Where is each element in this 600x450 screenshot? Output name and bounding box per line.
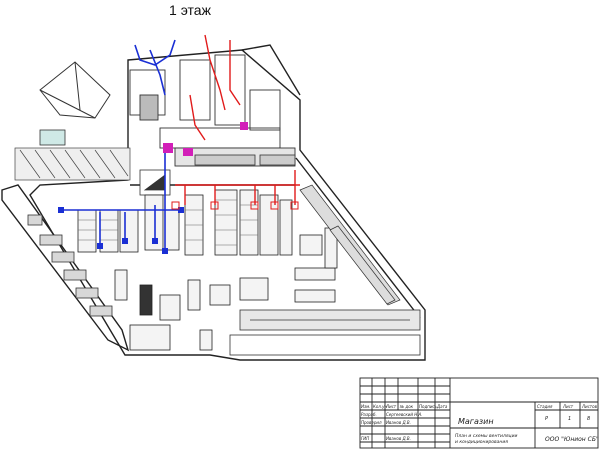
col-header-0: Изм. [361, 404, 370, 409]
sheets-value: 8 [587, 416, 590, 422]
shelf-slats [78, 199, 258, 246]
title-block [359, 377, 599, 449]
right-diagonal-shelves [299, 184, 401, 306]
corridor-hatch [14, 147, 131, 181]
stage-label: Стадия [537, 404, 553, 409]
title-block-text: Изм. Кол.уч Лист № док Подпись Дата Разр… [361, 404, 599, 445]
role-2: ГИП [361, 436, 369, 441]
sheet-name-line2: и кондиционирования [455, 440, 508, 445]
equipment-box [39, 129, 66, 146]
service-rooms [129, 54, 296, 167]
supply-diffusers [58, 207, 184, 254]
object-name: Магазин [458, 417, 494, 426]
col-header-3: № док [399, 404, 414, 409]
entrance-pavilion [39, 61, 111, 119]
sheet-value: 1 [568, 416, 571, 422]
organization: ООО "Юнион СБ" [545, 436, 599, 443]
stage-value: Р [545, 416, 548, 422]
sheets-label: Листов [581, 404, 598, 409]
sheet-name-line1: План и схемы вентиляции [455, 433, 518, 439]
exhaust-grilles [171, 201, 299, 210]
role-1-name: Иванов Д.В. [386, 420, 411, 425]
role-1: Проверил [361, 420, 382, 425]
floor-title: 1 этаж [169, 2, 211, 18]
sheet-label: Лист [562, 404, 574, 409]
supply-ducts [60, 39, 180, 250]
col-header-2: Лист [385, 404, 397, 409]
top-counter [139, 154, 296, 196]
col-header-5: Дата [436, 404, 448, 409]
role-0: Разраб. [361, 412, 377, 417]
left-wing-shelves [27, 214, 113, 317]
col-header-4: Подпись [419, 404, 438, 409]
col-header-1: Кол.уч [373, 404, 387, 409]
role-0-name: Сергеевский Н.А. [386, 412, 423, 417]
exhaust-ducts [175, 34, 300, 205]
checkout-strip [229, 309, 421, 356]
role-2-name: Иванов Д.В. [386, 436, 411, 441]
ventilation-units [163, 122, 248, 156]
